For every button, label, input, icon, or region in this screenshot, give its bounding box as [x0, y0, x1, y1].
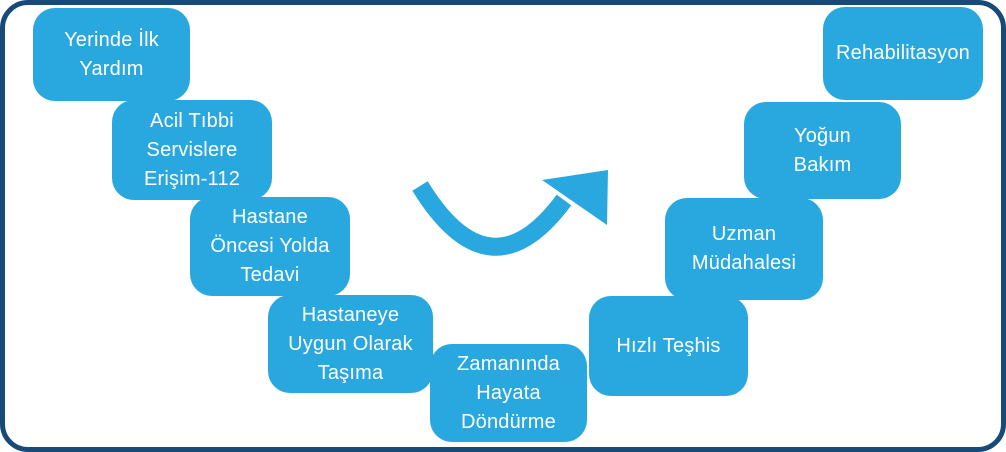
stage-label: Zamanında Hayata Döndürme: [457, 352, 560, 433]
stage-label: Yoğun Bakım: [793, 124, 852, 176]
stage-label: Hastane Öncesi Yolda Tedavi: [210, 206, 330, 286]
stage-label: Hızlı Teşhis: [616, 334, 721, 357]
stage-label: Acil Tıbbi Servislere Erişim-112: [143, 109, 241, 190]
stage-box-pre-hospital-treatment: Hastane Öncesi Yolda Tedavi: [190, 197, 350, 296]
stage-label: Uzman Müdahalesi: [691, 223, 797, 274]
stage-box-timely-resuscitation: Zamanında Hayata Döndürme: [430, 344, 587, 442]
stage-label: Yerinde İlk Yardım: [64, 28, 159, 80]
stage-label: Rehabilitasyon: [836, 42, 970, 64]
stage-box-rehabilitation: Rehabilitasyon: [823, 7, 983, 100]
stage-box-access-emergency-services-112: Acil Tıbbi Servislere Erişim-112: [112, 100, 272, 200]
stage-box-proper-transport-to-hospital: Hastaneye Uygun Olarak Taşıma: [268, 295, 433, 393]
stage-label: Hastaneye Uygun Olarak Taşıma: [288, 303, 413, 384]
stage-box-rapid-diagnosis: Hızlı Teşhis: [589, 296, 748, 396]
stage-box-intensive-care: Yoğun Bakım: [744, 102, 901, 199]
stage-box-specialist-intervention: Uzman Müdahalesi: [665, 198, 823, 300]
curved-arrow-icon: [412, 170, 608, 256]
stage-box-on-site-first-aid: Yerinde İlk Yardım: [33, 8, 190, 101]
